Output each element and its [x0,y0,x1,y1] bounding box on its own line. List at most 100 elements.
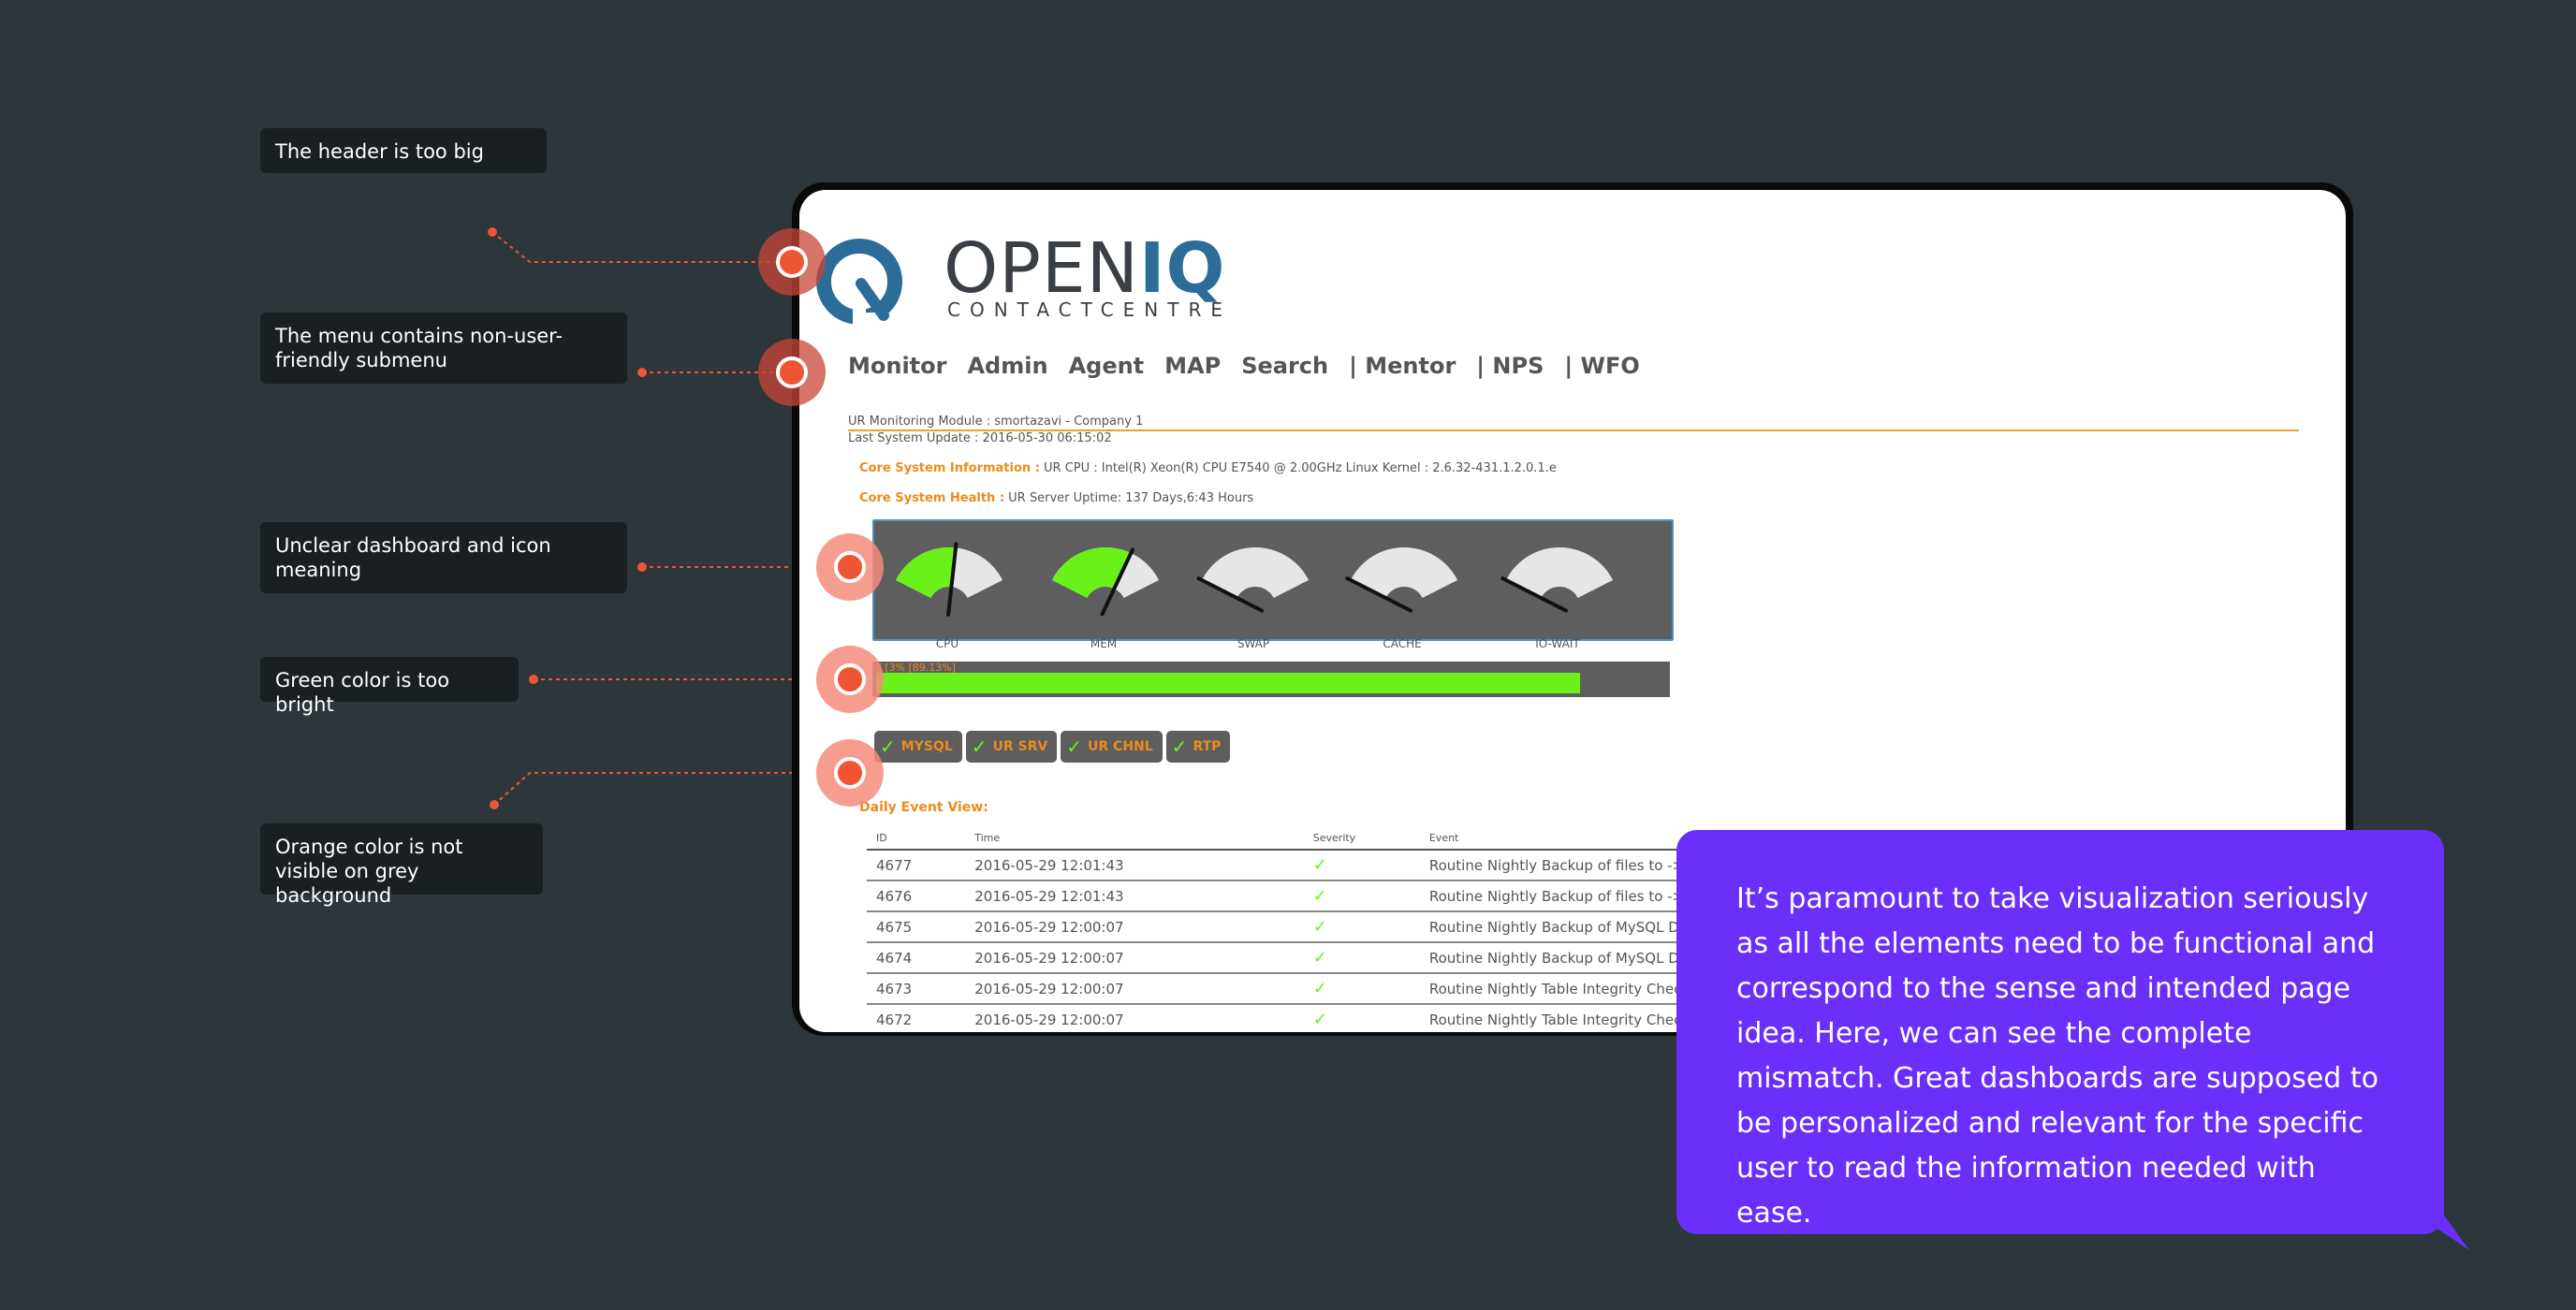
event-id-cell: 4675 [867,911,966,943]
col-id: ID [867,826,966,851]
event-time-cell: 2016-05-29 12:01:43 [965,850,1304,881]
marker-menu [758,339,826,406]
logo-iq-text: IQ [1138,228,1226,309]
event-time-cell: 2016-05-29 12:01:43 [965,881,1304,912]
event-severity-cell: ✓ [1303,911,1420,943]
service-rtp[interactable]: ✓ RTP [1165,731,1231,763]
event-text-cell: Routine Nightly Backup of MySQL DB - [1419,911,1709,943]
event-id-cell: 4673 [867,973,966,1005]
core-info-value: UR CPU : Intel(R) Xeon(R) CPU E7540 @ 2.… [1044,461,1557,475]
gauge-cpu-fill [895,547,957,599]
gauge-svg [895,542,1614,617]
openiq-logo-icon [816,239,902,326]
annotation-header: The header is too big [260,128,547,173]
service-mysql[interactable]: ✓ MYSQL [874,731,962,763]
event-severity-cell: ✓ [1303,942,1420,974]
header-divider [848,429,2299,431]
menu-item-nps[interactable]: | NPS [1476,353,1544,379]
logo-wordmark: OPENIQ [944,231,1225,306]
event-time-cell: 2016-05-29 12:00:07 [965,911,1304,943]
event-time-cell: 2016-05-29 12:00:07 [965,942,1304,974]
check-icon: ✓ [1066,735,1083,758]
core-health-value: UR Server Uptime: 137 Days,6:43 Hours [1008,491,1254,505]
check-icon: ✓ [971,735,988,758]
event-severity-cell: ✓ [1303,973,1420,1005]
event-severity-cell: ✓ [1303,881,1420,912]
callout-bubble: It’s paramount to take visualization ser… [1676,830,2444,1234]
service-rtp-label: RTP [1193,739,1222,754]
event-view-title: Daily Event View: [859,800,988,815]
annotation-green: Green color is too bright [260,657,519,716]
gauge-io-wait-needle [1500,576,1569,613]
gauge-label-cpu: CPU [935,637,959,650]
event-id-cell: 4672 [867,1004,966,1032]
gauge-label-mem: MEM [1090,637,1118,650]
gauge-panel [872,519,1674,641]
check-icon: ✓ [1171,735,1188,758]
openiq-logo[interactable]: OPENIQ CONTACTCENTRE [816,231,1224,326]
logo-subtitle: CONTACTCENTRE [947,298,1232,321]
gauge-io-wait-track [1505,547,1614,599]
gauge-swap-needle [1196,576,1265,613]
service-mysql-label: MYSQL [900,739,953,754]
event-time-cell: 2016-05-29 12:00:07 [965,973,1304,1005]
event-id-cell: 4677 [867,850,966,881]
event-severity-cell: ✓ [1303,1004,1420,1032]
annotation-menu: The menu contains non-user-friendly subm… [260,313,627,384]
menu-item-admin[interactable]: Admin [967,353,1048,379]
col-event: Event [1419,826,1709,851]
gauge-mem-needle [1100,547,1134,617]
core-info: Core System Information : UR CPU : Intel… [859,461,1557,475]
logo-open-text: OPEN [944,228,1139,309]
event-id-cell: 4676 [867,881,966,912]
check-icon: ✓ [880,735,896,758]
menu-item-map[interactable]: MAP [1164,353,1222,379]
core-health: Core System Health : UR Server Uptime: 1… [859,491,1253,505]
disk-usage-fill [876,673,1581,693]
menu-item-search[interactable]: Search [1241,353,1329,379]
event-severity-cell: ✓ [1303,850,1420,881]
gauge-mem-fill [1051,547,1132,599]
gauge-label-cache: CACHE [1383,637,1422,650]
module-line: UR Monitoring Module : smortazavi - Comp… [848,415,1144,429]
menu-item-wfo[interactable]: | WFO [1564,353,1640,379]
event-text-cell: Routine Nightly Backup of MySQL DB - [1419,942,1709,974]
disk-usage-text: / [3% [89.13%] [878,662,956,674]
service-ur-chnl[interactable]: ✓ UR CHNL [1061,731,1163,763]
gauge-cpu-needle [946,542,959,617]
disk-usage-bar: / [3% [89.13%] [872,662,1670,697]
gauge-label-io-wait: IO-WAIT [1535,637,1580,650]
service-ur-srv[interactable]: ✓ UR SRV [965,731,1058,763]
event-id-cell: 4674 [867,942,966,974]
menu-item-mentor[interactable]: | Mentor [1349,353,1456,379]
event-text-cell: Routine Nightly Table Integrity Check r [1419,1004,1709,1032]
annotation-orange: Orange color is not visible on grey back… [260,823,543,907]
menu-item-agent[interactable]: Agent [1068,353,1145,379]
event-table-header: ID Time Severity Event [867,826,1709,851]
core-info-label: Core System Information : [859,461,1040,475]
service-ur-chnl-label: UR CHNL [1088,739,1153,754]
gauge-label-swap: SWAP [1237,637,1270,650]
service-ur-srv-label: UR SRV [992,739,1048,754]
service-status-row: ✓ MYSQL ✓ UR SRV ✓ UR CHNL ✓ RTP [874,731,1231,763]
marker-green [816,646,884,713]
event-text-cell: Routine Nightly Backup of files to -> /r [1419,850,1709,881]
menu-item-monitor[interactable]: Monitor [848,353,947,379]
marker-header [758,228,826,296]
annotation-dashboard: Unclear dashboard and icon meaning [260,522,627,593]
gauge-cache-needle [1345,576,1413,613]
last-update: Last System Update : 2016-05-30 06:15:02 [848,431,1112,445]
event-text-cell: Routine Nightly Backup of files to -> /r [1419,881,1709,912]
gauge-cache-track [1350,547,1458,599]
col-severity: Severity [1303,826,1420,851]
main-menu: Monitor Admin Agent MAP Search | Mentor … [848,353,1661,379]
marker-dashboard [816,533,884,601]
col-time: Time [965,826,1304,851]
